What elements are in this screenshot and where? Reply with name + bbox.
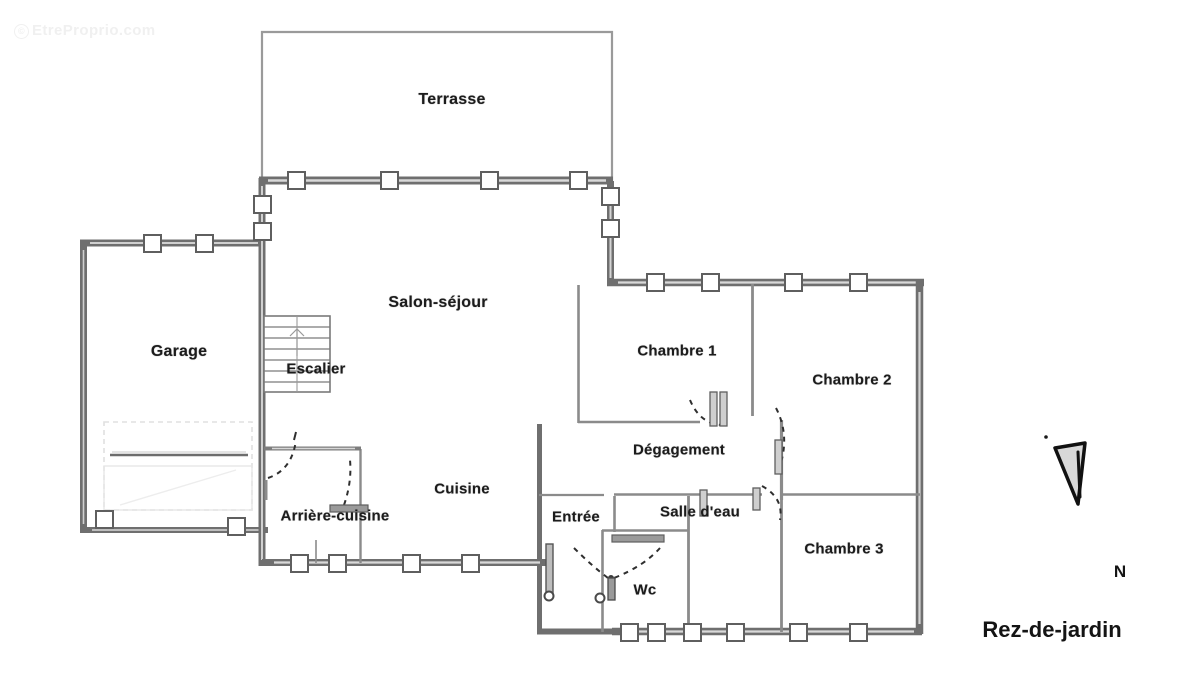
compass-icon: [1044, 435, 1087, 506]
staircase: [263, 315, 331, 393]
room-label-wc: Wc: [633, 581, 657, 599]
copyright-icon: ©: [14, 24, 29, 39]
room-label-salon-sejour: Salon-séjour: [388, 294, 488, 311]
watermark: ©EtreProprio.com: [14, 22, 156, 39]
terrasse-outline: [260, 30, 614, 181]
room-label-garage: Garage: [150, 343, 208, 360]
room-label-terrasse: Terrasse: [418, 91, 486, 108]
room-label-chambre-3: Chambre 3: [804, 540, 884, 558]
room-label-cuisine: Cuisine: [434, 480, 490, 498]
garage-parking-outline: [103, 421, 253, 511]
doors: [267, 391, 786, 604]
room-label-chambre-1: Chambre 1: [637, 342, 717, 360]
watermark-text: EtreProprio.com: [32, 22, 156, 39]
room-label-entree: Entrée: [552, 508, 600, 526]
room-label-degagement: Dégagement: [632, 441, 726, 459]
room-label-arriere-cuisine: Arrière-cuisine: [280, 507, 390, 525]
plan-title: Rez-de-jardin: [982, 617, 1122, 642]
room-label-escalier: Escalier: [286, 360, 346, 378]
interior-walls: [264, 284, 920, 632]
room-label-salle-deau: Salle d'eau: [660, 503, 740, 521]
compass-north-label: N: [1113, 562, 1127, 581]
room-label-chambre-2: Chambre 2: [812, 371, 892, 389]
window-markers: [95, 171, 868, 642]
